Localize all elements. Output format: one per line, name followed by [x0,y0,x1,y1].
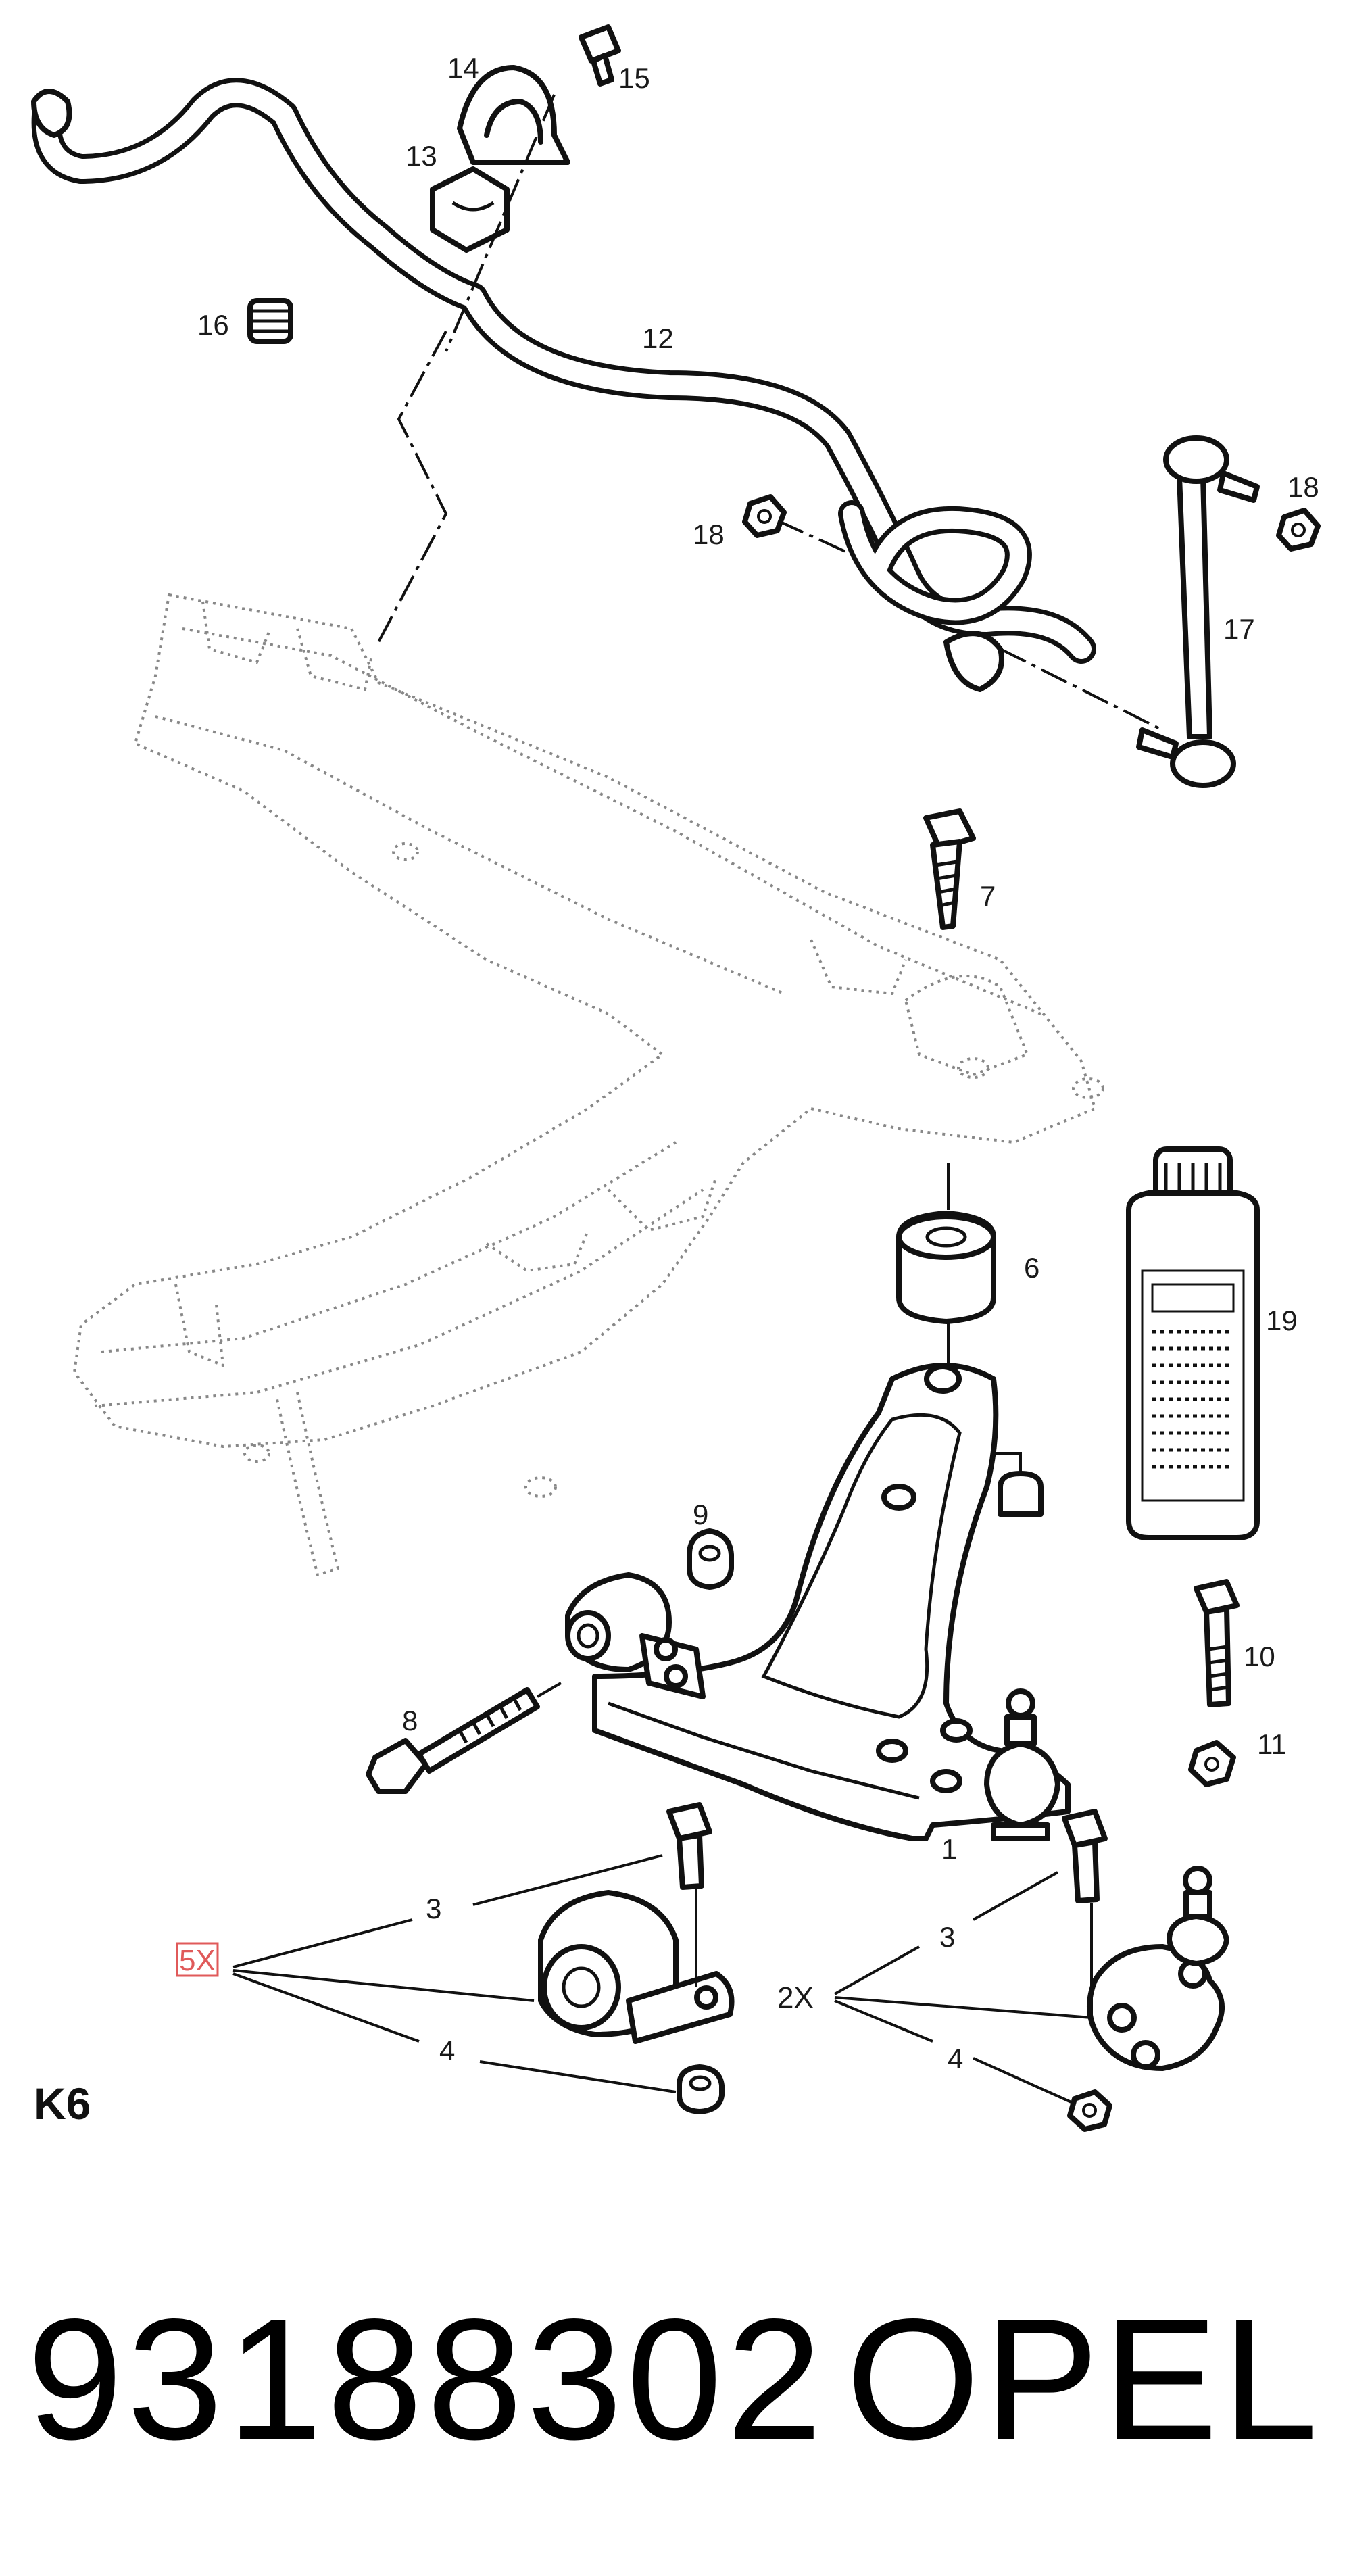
stabilizer-clamp-14 [457,65,570,165]
bolt-10 [1194,1579,1240,1707]
brand-name: OPEL [845,2283,1322,2476]
centerline-link [1000,648,1163,731]
threaded-insert-16 [247,298,293,344]
highlight-box-5x [176,1942,219,1977]
fluid-bottle-19 [1126,1146,1260,1540]
callout-3-right: 3 [939,1921,955,1953]
nut-4-right [1067,2089,1112,2132]
control-arm-front-bushing [565,1572,706,1699]
centerline-nut-18 [777,519,852,556]
callout-18-right: 18 [1287,471,1319,503]
part-number-footer: 93188302 OPEL [27,2278,1322,2481]
callout-11: 11 [1257,1728,1287,1760]
bushing-kit-bushing [538,1890,735,2044]
ball-joint-kit [1087,1866,1229,2071]
nut-11 [1188,1740,1236,1787]
nut-4-left [677,2064,725,2114]
callout-10: 10 [1244,1641,1275,1672]
leaders-5x [232,1854,677,2093]
callout-3-left: 3 [426,1893,441,1924]
bolt-8 [366,1687,540,1794]
callout-8: 8 [402,1705,418,1736]
subframe-outline [73,593,1104,1576]
callout-16: 16 [197,309,229,341]
callout-19: 19 [1266,1305,1298,1336]
bolt-7 [923,808,976,930]
control-arm-1 [592,1363,1071,1841]
callout-1: 1 [941,1833,957,1865]
centerline-bar-to-frame [377,331,448,643]
clamp-bolt-15 [579,24,621,87]
callout-9: 9 [693,1499,708,1530]
callout-4-right: 4 [948,2043,963,2074]
callout-13: 13 [406,140,437,172]
nut-9 [687,1528,734,1590]
section-code: K6 [34,2079,91,2129]
callout-14: 14 [447,52,479,84]
callout-12: 12 [642,322,674,354]
callout-15: 15 [618,62,650,94]
callout-18-left: 18 [693,518,725,550]
multiplier-5x: 5X [179,1944,216,1977]
multiplier-2x: 2X [777,1981,814,2014]
callout-17: 17 [1223,613,1255,645]
dust-cap [987,1452,1044,1517]
stabilizer-bar [31,78,1096,692]
part-number: 93188302 [27,2283,827,2476]
callout-6: 6 [1024,1252,1039,1284]
stabilizer-bushing-13 [430,166,510,253]
nut-18-left [742,494,787,538]
nut-18-right [1276,508,1321,552]
callout-7: 7 [980,880,996,912]
callout-4-left: 4 [439,2035,455,2066]
centerline-bushing [445,94,556,352]
bolt-3-left [666,1802,712,1890]
bolt-3-right [1062,1809,1108,1903]
leaders-2x [834,1871,1092,2104]
stabilizer-link-17 [1136,435,1260,788]
axis-8 [537,1682,562,1698]
bushing-6 [896,1211,996,1324]
